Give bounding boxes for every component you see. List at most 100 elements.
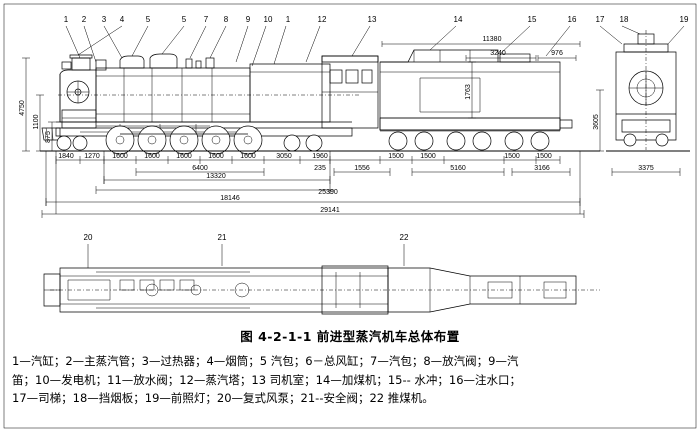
dim-3375: 3375: [638, 165, 654, 172]
callout-6: 5: [182, 15, 187, 24]
plan-callout-leaders: [87, 244, 405, 268]
safety-valve: [185, 58, 193, 69]
cylinder: [61, 109, 97, 129]
dim-29141-line: [41, 210, 585, 218]
dim-1960: 1960: [312, 153, 328, 160]
vertical-dimension-group: 4750 1100 875: [19, 57, 56, 152]
tender-tank-inner: [419, 77, 481, 113]
tender-wheel-3: [446, 131, 466, 151]
end-view-wheel-right: [655, 133, 669, 147]
cab-roof: [321, 55, 379, 63]
callout-17: 17: [596, 15, 605, 24]
dim-11380-line: [381, 41, 581, 47]
dim-18146: 18146: [220, 195, 240, 202]
end-view-width-dimension: 3375: [611, 165, 681, 176]
dim-4750-label: 4750: [19, 100, 26, 116]
dim-875-label: 875: [45, 131, 52, 143]
dim-1500c: 1500: [504, 153, 520, 160]
dim-1600e: 1600: [240, 153, 256, 160]
dim-1600a: 1600: [112, 153, 128, 160]
callout-16: 16: [568, 15, 577, 24]
cab-window-front: [329, 69, 343, 84]
boiler-lagging-lines: [96, 75, 250, 115]
plan-view: 20 21 22: [43, 233, 600, 315]
plan-cab: [321, 265, 389, 315]
figure-title: 图 4-2-1-1 前进型蒸汽机车总体布置: [240, 329, 460, 344]
callout-13: 13: [368, 15, 377, 24]
dim-3050: 3050: [276, 153, 292, 160]
cab-window-side: [361, 69, 373, 84]
dim-3240-label: 3240: [490, 50, 506, 57]
driving-wheel-1-hub: [115, 135, 125, 145]
dim-1100-label: 1100: [33, 114, 40, 129]
callout-21: 21: [218, 233, 227, 242]
leading-truck-wheel-2: [72, 135, 88, 151]
end-view-wheel-left: [623, 133, 637, 147]
dim-875-line: [48, 121, 56, 152]
driving-wheel-2-hub: [147, 135, 157, 145]
dim-25390-line: [95, 186, 334, 194]
plan-detail-box-3: [159, 279, 175, 291]
vertical-dimension-boiler: 1763: [465, 61, 476, 119]
leading-truck-wheel-1: [56, 135, 72, 151]
chimney: [71, 57, 91, 71]
tender-wheel-4: [472, 131, 492, 151]
vertical-dimension-right: 3605: [593, 89, 604, 152]
dim-3605-line: [596, 89, 604, 152]
tender-bunker-ribs: [413, 50, 471, 62]
callout-7: 7: [204, 15, 209, 24]
dim-29141: 29141: [320, 207, 340, 214]
plan-compressor: [234, 282, 250, 298]
callout-1: 1: [64, 15, 69, 24]
driving-wheel-5: [233, 125, 263, 155]
callout-2: 2: [82, 15, 87, 24]
callout-numbers-top: 1 2 3 4 5 5 7 8 9 10 1 12 13 14 15 16 17…: [64, 15, 689, 24]
dim-235: 235: [314, 165, 326, 172]
dim-3166-line: [511, 168, 571, 176]
steam-dome: [149, 53, 178, 69]
callout-10: 10: [264, 15, 273, 24]
figure-legend-line-3: 17—司梯；18—挡烟板；19—前照灯；20—复式风泵；21--安全阀；22 推…: [12, 391, 434, 406]
dim-1556-line: [333, 168, 391, 176]
callout-leader-group: [65, 25, 685, 67]
callout-9: 9: [246, 15, 251, 24]
driving-wheel-4-hub: [211, 135, 221, 145]
dimension-totals: 13320 25390 18146 29141: [41, 173, 585, 218]
dim-3605-label: 3605: [593, 114, 600, 130]
dimension-chain-axles: 1840 1270 1600 1600 1600 1600 1600 3050 …: [55, 153, 561, 164]
callout-numbers-bottom: 20 21 22: [84, 233, 409, 242]
dim-1556: 1556: [354, 165, 370, 172]
sheet-border: [3, 3, 697, 429]
sand-dome-front: [95, 59, 107, 71]
dim-1270: 1270: [84, 153, 100, 160]
plan-detail-box-1: [119, 279, 135, 291]
dim-25390: 25390: [318, 189, 338, 196]
dim-1500d: 1500: [536, 153, 552, 160]
plan-loco-side-rails: [60, 275, 388, 305]
extension-lines: [45, 151, 581, 214]
turbo-generator: [205, 57, 215, 69]
steam-whistle: [195, 60, 202, 69]
dim-1500b: 1500: [420, 153, 436, 160]
tender-wheel-6: [530, 131, 550, 151]
driving-wheel-5-hub: [243, 135, 253, 145]
dim-1600b: 1600: [144, 153, 160, 160]
dim-18146-line: [45, 198, 581, 206]
dim-11380-label: 11380: [483, 36, 502, 43]
plan-tender-rear-box: [543, 281, 567, 299]
side-elevation-view: [40, 49, 600, 155]
dim-976-label: 976: [551, 50, 563, 57]
plan-detail-box-4: [179, 279, 195, 291]
figure-legend-line-2: 笛；10—发电机；11—放水阀；12—蒸汽塔；13 司机室；14—加煤机；15-…: [12, 372, 522, 387]
dim-3240-line: [465, 55, 537, 61]
end-elevation-views: [606, 30, 690, 152]
smokebox-door-cross: [67, 81, 89, 103]
callout-22: 22: [400, 233, 409, 242]
driving-wheel-2: [137, 125, 167, 155]
top-right-dimension-group: 11380 3240 976: [381, 36, 581, 61]
dim-1840: 1840: [58, 153, 74, 160]
plan-tender-hatch: [487, 281, 513, 299]
driving-wheel-3-hub: [179, 135, 189, 145]
